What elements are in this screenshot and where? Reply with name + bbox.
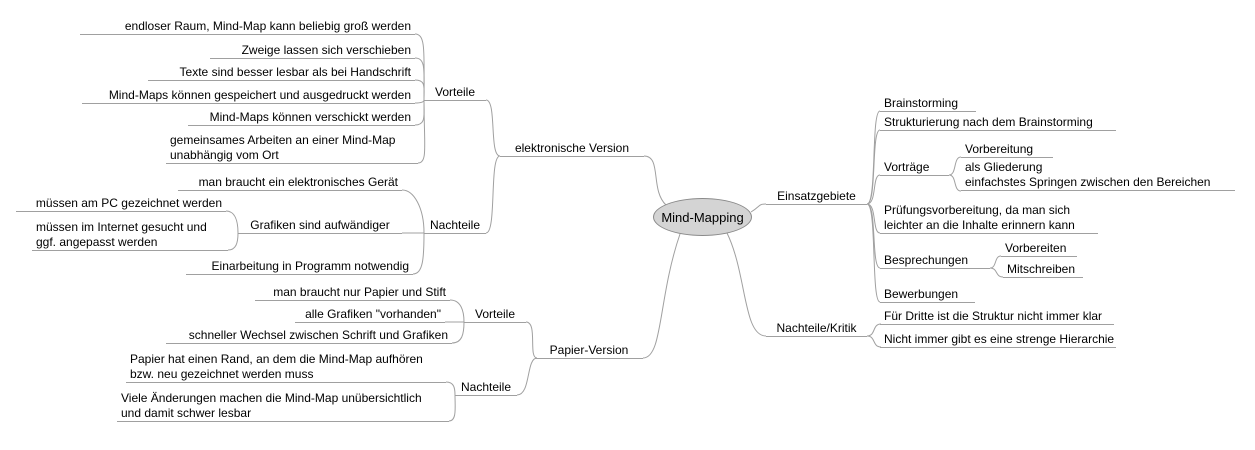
node-internet-gesucht[interactable]: müssen im Internet gesucht und ggf. ange… [32, 219, 228, 251]
root-node-mind-mapping[interactable]: Mind-Mapping [653, 198, 752, 236]
node-einarbeitung-programm[interactable]: Einarbeitung in Programm notwendig [186, 258, 413, 275]
node-fuer-dritte-struktur[interactable]: Für Dritte ist die Struktur nicht immer … [880, 308, 1114, 325]
node-nachteile-kritik[interactable]: Nachteile/Kritik [766, 320, 867, 337]
node-keine-strenge-hierarchie[interactable]: Nicht immer gibt es eine strenge Hierarc… [880, 331, 1116, 348]
node-viele-aenderungen[interactable]: Viele Änderungen machen die Mind-Map unü… [117, 390, 449, 422]
node-schneller-wechsel[interactable]: schneller Wechsel zwischen Schrift und G… [166, 327, 452, 344]
node-nachteile-elektronisch[interactable]: Nachteile [424, 217, 486, 234]
node-vortraege[interactable]: Vorträge [880, 159, 949, 176]
node-vorteile-papier[interactable]: Vorteile [464, 306, 526, 323]
node-mitschreiben[interactable]: Mitschreiben [1003, 261, 1083, 278]
node-einsatzgebiete[interactable]: Einsatzgebiete [766, 188, 867, 205]
node-elektronische-version[interactable]: elektronische Version [500, 140, 644, 157]
node-besprechungen-vorbereiten[interactable]: Vorbereiten [1001, 240, 1077, 257]
node-als-gliederung[interactable]: als Gliederung einfachstes Springen zwis… [961, 159, 1235, 191]
node-besprechungen[interactable]: Besprechungen [880, 252, 990, 269]
node-grafiken-aufwaendiger[interactable]: Grafiken sind aufwändiger [238, 217, 402, 234]
node-vortraege-vorbereitung[interactable]: Vorbereitung [961, 141, 1053, 158]
node-brainstorming[interactable]: Brainstorming [880, 95, 976, 112]
node-nachteile-papier[interactable]: Nachteile [455, 379, 517, 396]
node-papier-version[interactable]: Papier-Version [535, 342, 643, 359]
node-grafiken-vorhanden[interactable]: alle Grafiken "vorhanden" [295, 306, 445, 323]
node-pruefungsvorbereitung[interactable]: Prüfungsvorbereitung, da man sich leicht… [880, 202, 1098, 234]
node-texte-lesbar[interactable]: Texte sind besser lesbar als bei Handsch… [148, 64, 415, 81]
node-speichern-drucken[interactable]: Mind-Maps können gespeichert und ausgedr… [82, 87, 415, 104]
node-papier-und-stift[interactable]: man braucht nur Papier und Stift [255, 284, 450, 301]
node-zweige-verschieben[interactable]: Zweige lassen sich verschieben [210, 42, 415, 59]
node-pc-gezeichnet[interactable]: müssen am PC gezeichnet werden [16, 195, 226, 212]
node-vorteile-elektronisch[interactable]: Vorteile [424, 84, 486, 101]
node-bewerbungen[interactable]: Bewerbungen [880, 286, 975, 303]
node-elektronisches-geraet[interactable]: man braucht ein elektronisches Gerät [178, 174, 402, 191]
node-gemeinsames-arbeiten[interactable]: gemeinsames Arbeiten an einer Mind-Map u… [166, 132, 418, 164]
node-strukturierung[interactable]: Strukturierung nach dem Brainstorming [880, 114, 1116, 131]
node-papier-rand[interactable]: Papier hat einen Rand, an dem die Mind-M… [126, 351, 446, 383]
node-endloser-raum[interactable]: endloser Raum, Mind-Map kann beliebig gr… [80, 18, 415, 35]
node-verschicken[interactable]: Mind-Maps können verschickt werden [188, 109, 415, 126]
